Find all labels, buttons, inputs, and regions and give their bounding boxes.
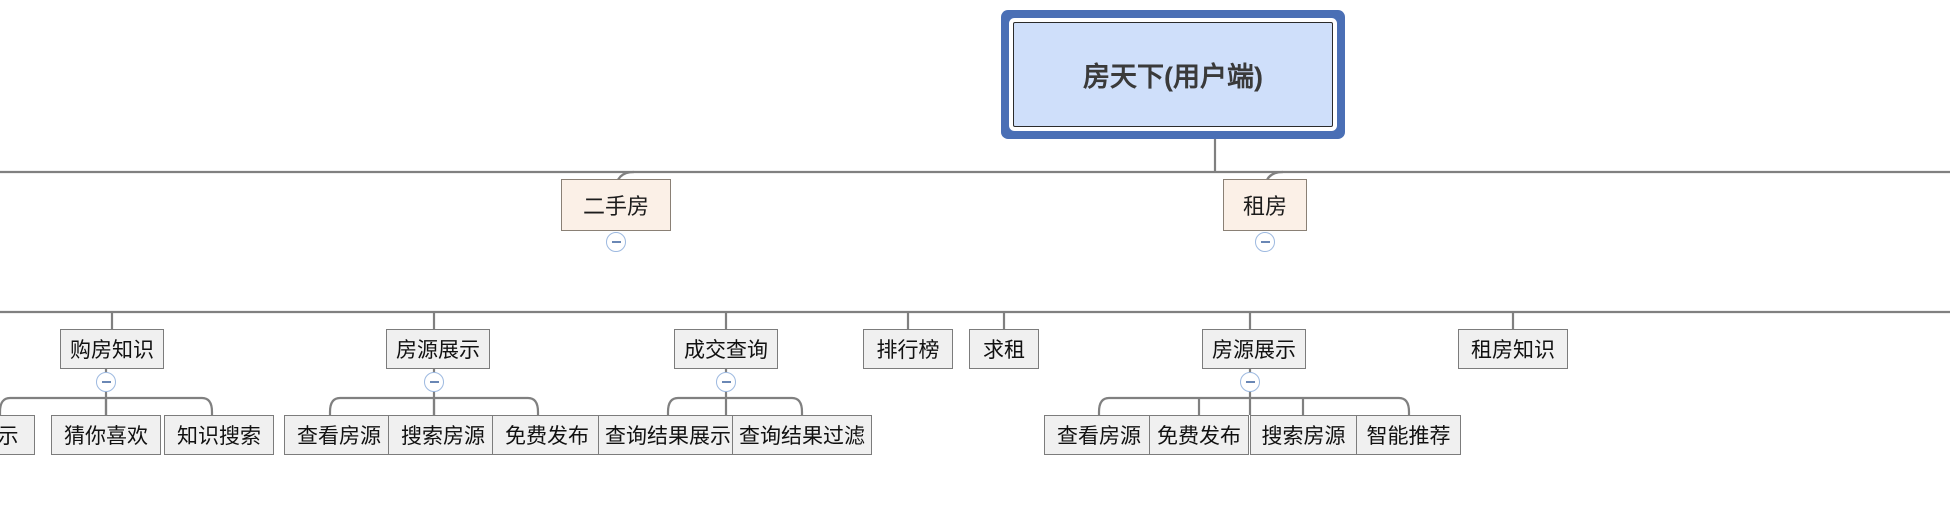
edge-fyzs2-bar [1097,396,1411,415]
node-label: 智能推荐 [1366,425,1451,448]
node-sousuo-fangyuan-ershoufang[interactable]: 搜索房源 [388,415,498,455]
minus-glyph [611,241,621,243]
node-fangyuan-zhanshi-zufang[interactable]: 房源展示 [1202,329,1306,369]
node-zhishi-zhanshi-truncated[interactable]: 展示 [0,415,35,455]
node-label: 搜索房源 [1261,425,1346,448]
edge-gfzs-bar [0,396,214,415]
minus-glyph [101,381,111,383]
edge-fyzs1-bar [328,396,540,415]
node-chaxun-jieguo-guolv[interactable]: 查询结果过滤 [732,415,872,455]
node-label: 查看房源 [297,425,381,448]
node-label: 房源展示 [396,339,480,362]
collapse-minus-icon-fangyuan-zhanshi-ershoufang[interactable] [424,372,444,392]
node-label: 求租 [983,339,1025,362]
node-label: 查看房源 [1057,425,1141,448]
edge-cjcx-bar [666,396,804,415]
node-chakan-fangyuan-ershoufang[interactable]: 查看房源 [284,415,394,455]
node-chaxun-jieguo-zhanshi[interactable]: 查询结果展示 [598,415,738,455]
node-ershoufang[interactable]: 二手房 [561,179,671,231]
node-label: 查询结果展示 [605,425,731,448]
node-zhishi-sousuo[interactable]: 知识搜索 [164,415,274,455]
collapse-minus-icon-ershoufang[interactable] [606,232,626,252]
node-cainixihuan[interactable]: 猜你喜欢 [51,415,161,455]
node-paihangbang[interactable]: 排行榜 [863,329,953,369]
minus-glyph [1245,381,1255,383]
node-label: 搜索房源 [401,425,485,448]
node-label: 购房知识 [70,339,154,362]
minus-glyph [1260,241,1270,243]
node-goufang-zhishi[interactable]: 购房知识 [60,329,164,369]
node-chengjiao-chaxun[interactable]: 成交查询 [674,329,778,369]
node-label: 二手房 [582,194,649,219]
node-label: 租房 [1242,194,1287,219]
node-label: 租房知识 [1471,339,1555,362]
node-label: 免费发布 [505,425,589,448]
node-zhineng-tuijian[interactable]: 智能推荐 [1356,415,1461,455]
node-mianfei-fabu-zufang[interactable]: 免费发布 [1149,415,1249,455]
node-label: 展示 [0,425,19,448]
node-zufang-zhishi[interactable]: 租房知识 [1458,329,1568,369]
node-sousuo-fangyuan-zufang[interactable]: 搜索房源 [1250,415,1357,455]
node-label: 成交查询 [684,339,768,362]
collapse-minus-icon-chengjiao-chaxun[interactable] [716,372,736,392]
collapse-minus-icon-zufang[interactable] [1255,232,1275,252]
node-label: 房源展示 [1212,339,1296,362]
node-fangyuan-zhanshi-ershoufang[interactable]: 房源展示 [386,329,490,369]
node-qiuzu[interactable]: 求租 [969,329,1039,369]
node-label: 免费发布 [1157,425,1241,448]
minus-glyph [429,381,439,383]
node-mianfei-fabu-ershoufang[interactable]: 免费发布 [492,415,602,455]
root-node-label: 房天下(用户端) [1083,62,1263,92]
node-chakan-fangyuan-zufang[interactable]: 查看房源 [1044,415,1154,455]
collapse-minus-icon-goufang-zhishi[interactable] [96,372,116,392]
node-label: 排行榜 [876,339,940,362]
minus-glyph [721,381,731,383]
node-label: 猜你喜欢 [64,425,148,448]
root-node-fangtianxia[interactable]: 房天下(用户端) [1013,22,1333,127]
node-label: 知识搜索 [177,425,261,448]
node-label: 查询结果过滤 [739,425,865,448]
collapse-minus-icon-fangyuan-zhanshi-zufang[interactable] [1240,372,1260,392]
node-zufang[interactable]: 租房 [1223,179,1307,231]
